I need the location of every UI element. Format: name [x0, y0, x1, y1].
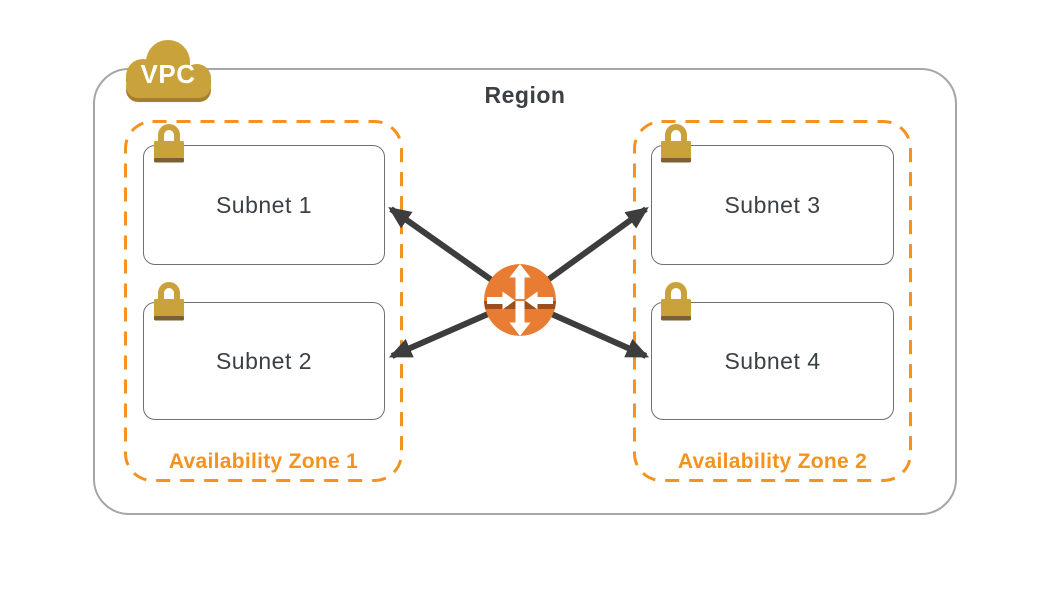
router-icon [484, 264, 556, 336]
vpc-label: VPC [141, 59, 196, 89]
subnet-3-label: Subnet 3 [724, 191, 821, 218]
subnet-2-box: Subnet 2 [143, 302, 385, 420]
vpc-cloud-icon: VPC [126, 40, 211, 102]
lock-icon [661, 124, 691, 163]
availability-zone-1: Availability Zone 1 [124, 120, 403, 482]
availability-zone-2-label: Availability Zone 2 [677, 450, 868, 473]
lock-icon [154, 282, 184, 321]
availability-zone-1-label: Availability Zone 1 [168, 450, 359, 473]
lock-icon [154, 124, 184, 163]
subnet-4-box: Subnet 4 [651, 302, 894, 420]
subnet-4-label: Subnet 4 [724, 347, 821, 374]
az1-dashed-border [124, 120, 403, 482]
subnet-1-box: Subnet 1 [143, 145, 385, 265]
lock-icon [661, 282, 691, 321]
subnet-2-label: Subnet 2 [215, 347, 313, 374]
availability-zone-2: Availability Zone 2 [633, 120, 912, 482]
az2-dashed-border [633, 120, 912, 482]
subnet-1-label: Subnet 1 [215, 191, 313, 218]
subnet-3-box: Subnet 3 [651, 145, 894, 265]
region-label: Region [484, 82, 566, 108]
